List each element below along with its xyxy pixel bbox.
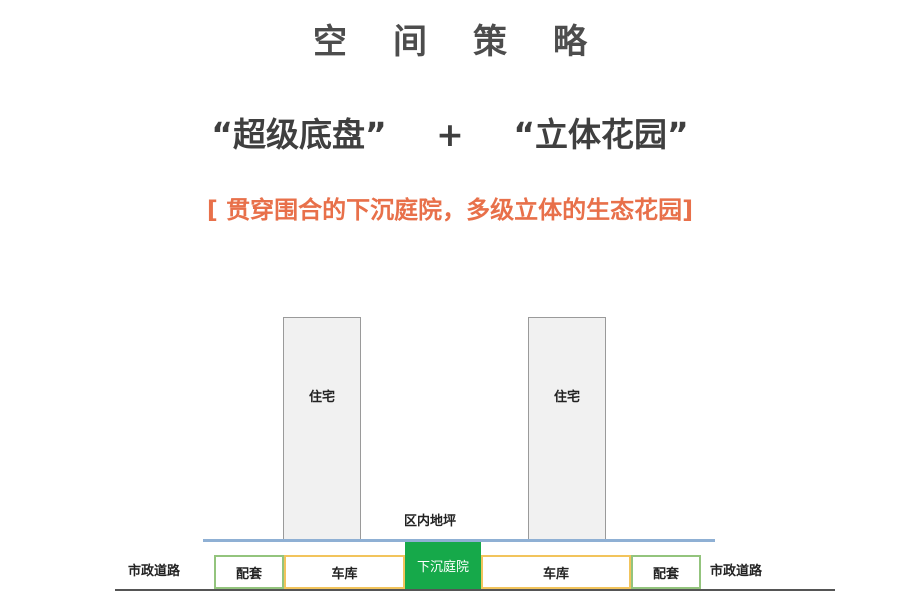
base-line bbox=[115, 589, 835, 591]
garage-left: 车库 bbox=[284, 555, 405, 589]
road-right-label: 市政道路 bbox=[710, 564, 763, 579]
garage-left-label: 车库 bbox=[331, 566, 358, 582]
facility-left: 配套 bbox=[214, 555, 284, 589]
subtitle-left: “超级底盘” bbox=[211, 115, 387, 154]
ground-level-label: 区内地坪 bbox=[403, 514, 456, 529]
strategy-tagline: [ 贯穿围合的下沉庭院，多级立体的生态花园] bbox=[206, 196, 694, 224]
residential-tower-right: 住宅 bbox=[528, 317, 606, 541]
page-title: 空间策略 bbox=[313, 22, 633, 62]
subtitle-right: “立体花园” bbox=[513, 115, 689, 154]
facility-right: 配套 bbox=[631, 555, 701, 589]
facility-right-label: 配套 bbox=[652, 566, 679, 582]
sunken-courtyard: 下沉庭院 bbox=[405, 542, 481, 589]
sunken-courtyard-label: 下沉庭院 bbox=[416, 560, 469, 575]
garage-right: 车库 bbox=[481, 555, 631, 589]
subtitle-plus: + bbox=[436, 115, 464, 154]
road-left-label: 市政道路 bbox=[128, 564, 181, 579]
tower-left-label: 住宅 bbox=[308, 390, 335, 405]
tower-right-label: 住宅 bbox=[553, 390, 580, 405]
facility-left-label: 配套 bbox=[235, 566, 262, 582]
garage-right-label: 车库 bbox=[542, 566, 569, 582]
ground-level-line bbox=[203, 539, 715, 542]
strategy-subtitle: “超级底盘” + “立体花园” bbox=[0, 108, 900, 156]
residential-tower-left: 住宅 bbox=[283, 317, 361, 541]
